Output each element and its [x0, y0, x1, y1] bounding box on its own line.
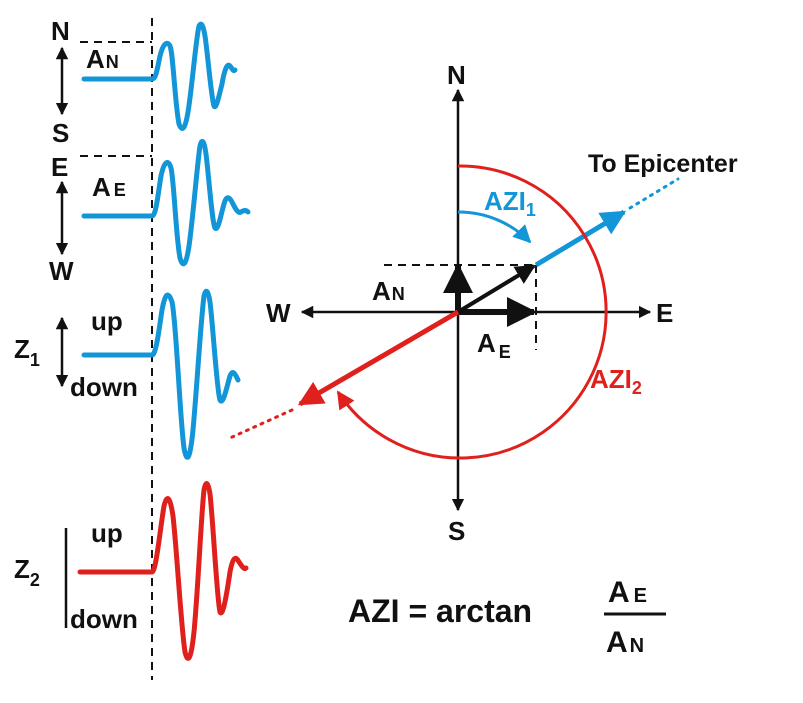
ns-bottom-label: S: [52, 118, 69, 148]
epicenter-label: To Epicenter: [588, 150, 738, 178]
epicenter-blue-arrow: [534, 209, 627, 268]
compass-north-label: N: [447, 60, 466, 90]
z1-waveform: [81, 288, 241, 460]
an-vector-label: AN: [372, 276, 405, 306]
azi2-label: AZI2: [590, 364, 642, 398]
azi1-arc: [457, 210, 532, 244]
seismogram-vertical-2: Z2 up down: [14, 481, 249, 661]
z1-down-label: down: [70, 372, 138, 402]
z2-waveform: [77, 481, 249, 661]
epicenter-blue-extension: [628, 177, 680, 210]
seismogram-north-south: N S AN: [51, 16, 238, 148]
azi2-arc: [336, 164, 608, 460]
z1-up-label: up: [91, 306, 123, 336]
ew-top-label: E: [51, 152, 68, 182]
ns-top-label: N: [51, 16, 70, 46]
compass-west-label: W: [266, 298, 291, 328]
z1-component-label: Z1: [14, 334, 40, 370]
compass-east-label: E: [656, 298, 673, 328]
ew-bottom-label: W: [49, 256, 74, 286]
z2-up-label: up: [91, 518, 123, 548]
epicenter-red-arrow: [297, 309, 460, 407]
azi1-label: AZI1: [484, 186, 536, 220]
z2-component-label: Z2: [14, 554, 40, 590]
compass-south-label: S: [448, 516, 465, 546]
ns-amplitude-label: AN: [86, 44, 119, 74]
resultant-vector-arrow: [456, 264, 536, 314]
z2-down-label: down: [70, 604, 138, 634]
azimuth-arcs: AZI1 AZI2: [336, 164, 642, 460]
formula-lhs: AZI = arctan: [348, 593, 532, 629]
seismogram-vertical-1: Z1 up down: [14, 288, 241, 460]
ns-waveform: [81, 21, 238, 131]
epicenter-red-extension: [228, 408, 294, 440]
epicenter-directions: To Epicenter: [228, 150, 738, 440]
ew-waveform: [81, 138, 251, 267]
